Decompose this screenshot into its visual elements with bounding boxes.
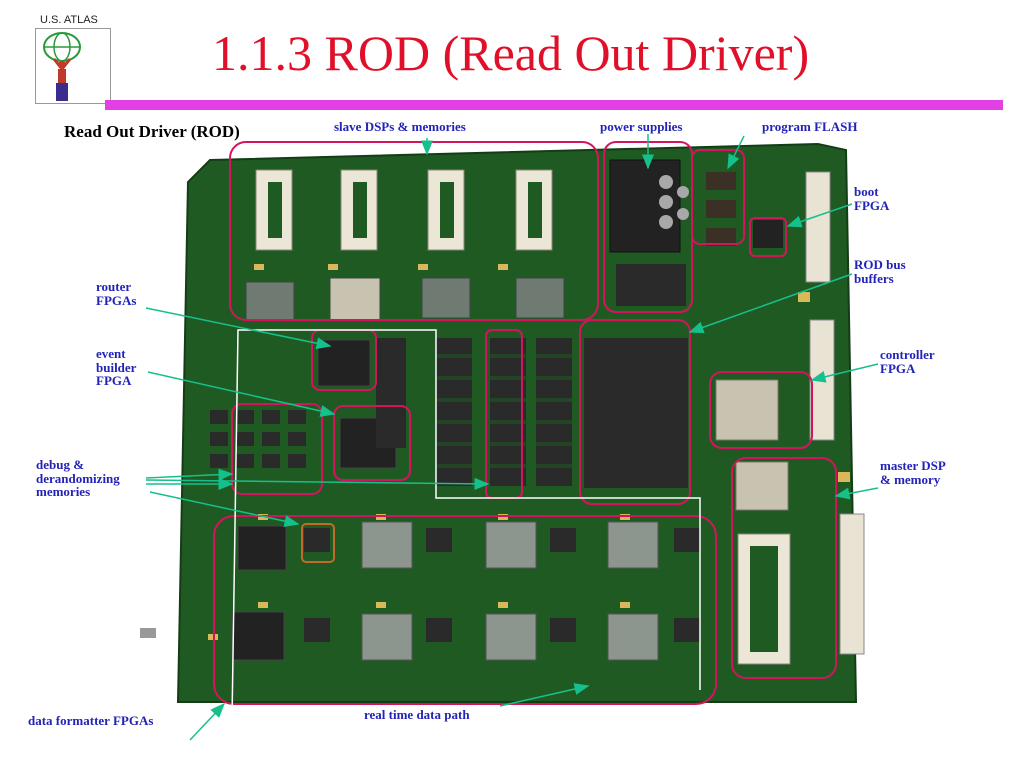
atlas-logo: [35, 28, 111, 104]
rod-board-photo: [118, 142, 923, 707]
atlas-figure-icon: [43, 32, 81, 101]
label-data-formatter: data formatter FPGAs: [28, 713, 154, 728]
board-heading: Read Out Driver (ROD): [64, 122, 240, 141]
label-slave-dsps: slave DSPs & memories: [334, 119, 466, 134]
data-formatter-arrow: [189, 702, 226, 741]
logo-text: U.S. ATLAS: [40, 14, 98, 26]
slide-title: 1.1.3 ROD (Read Out Driver): [212, 25, 810, 81]
label-program-flash: program FLASH: [762, 119, 858, 134]
title-divider: [105, 100, 1003, 110]
label-master-dsp: master DSP& memory: [880, 458, 946, 487]
label-power-supplies: power supplies: [600, 119, 683, 134]
label-real-time-path: real time data path: [364, 707, 470, 722]
